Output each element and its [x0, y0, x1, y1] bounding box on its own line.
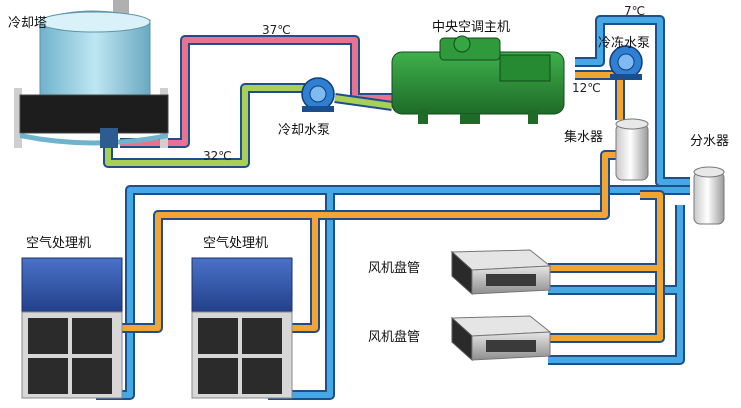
- water-distributor-tank: [693, 166, 725, 225]
- water-collector-tank: [615, 118, 649, 181]
- chilled-supply-temp: 7℃: [624, 4, 646, 18]
- fcu-2-label: 风机盘管: [368, 330, 421, 345]
- fan-coil-unit-1: [450, 249, 552, 296]
- chilled-pump-label: 冷冻水泵: [598, 36, 651, 51]
- chiller-label: 中央空调主机: [432, 20, 511, 35]
- distributor-label: 分水器: [690, 134, 730, 149]
- cooling-return-pipe: [103, 83, 393, 168]
- cooling-tower: [14, 0, 169, 148]
- ahu-1-label: 空气处理机: [26, 236, 92, 251]
- cooling-pump-label: 冷却水泵: [278, 123, 331, 138]
- air-handler-unit-1: [21, 257, 123, 399]
- cooling-water-pump: [301, 77, 335, 112]
- collector-label: 集水器: [564, 130, 604, 145]
- cooling-return-temp: 32℃: [203, 149, 232, 163]
- ahu-2-label: 空气处理机: [203, 236, 269, 251]
- air-handler-unit-2: [191, 257, 293, 399]
- cooling-tower-label: 冷却塔: [8, 16, 48, 31]
- fan-coil-unit-2: [450, 315, 552, 362]
- chilled-water-pump: [609, 45, 643, 80]
- fcu-1-label: 风机盘管: [368, 261, 421, 276]
- cooling-supply-temp: 37℃: [262, 23, 291, 37]
- central-chiller-unit: [391, 35, 565, 124]
- chilled-return-temp: 12℃: [572, 81, 601, 95]
